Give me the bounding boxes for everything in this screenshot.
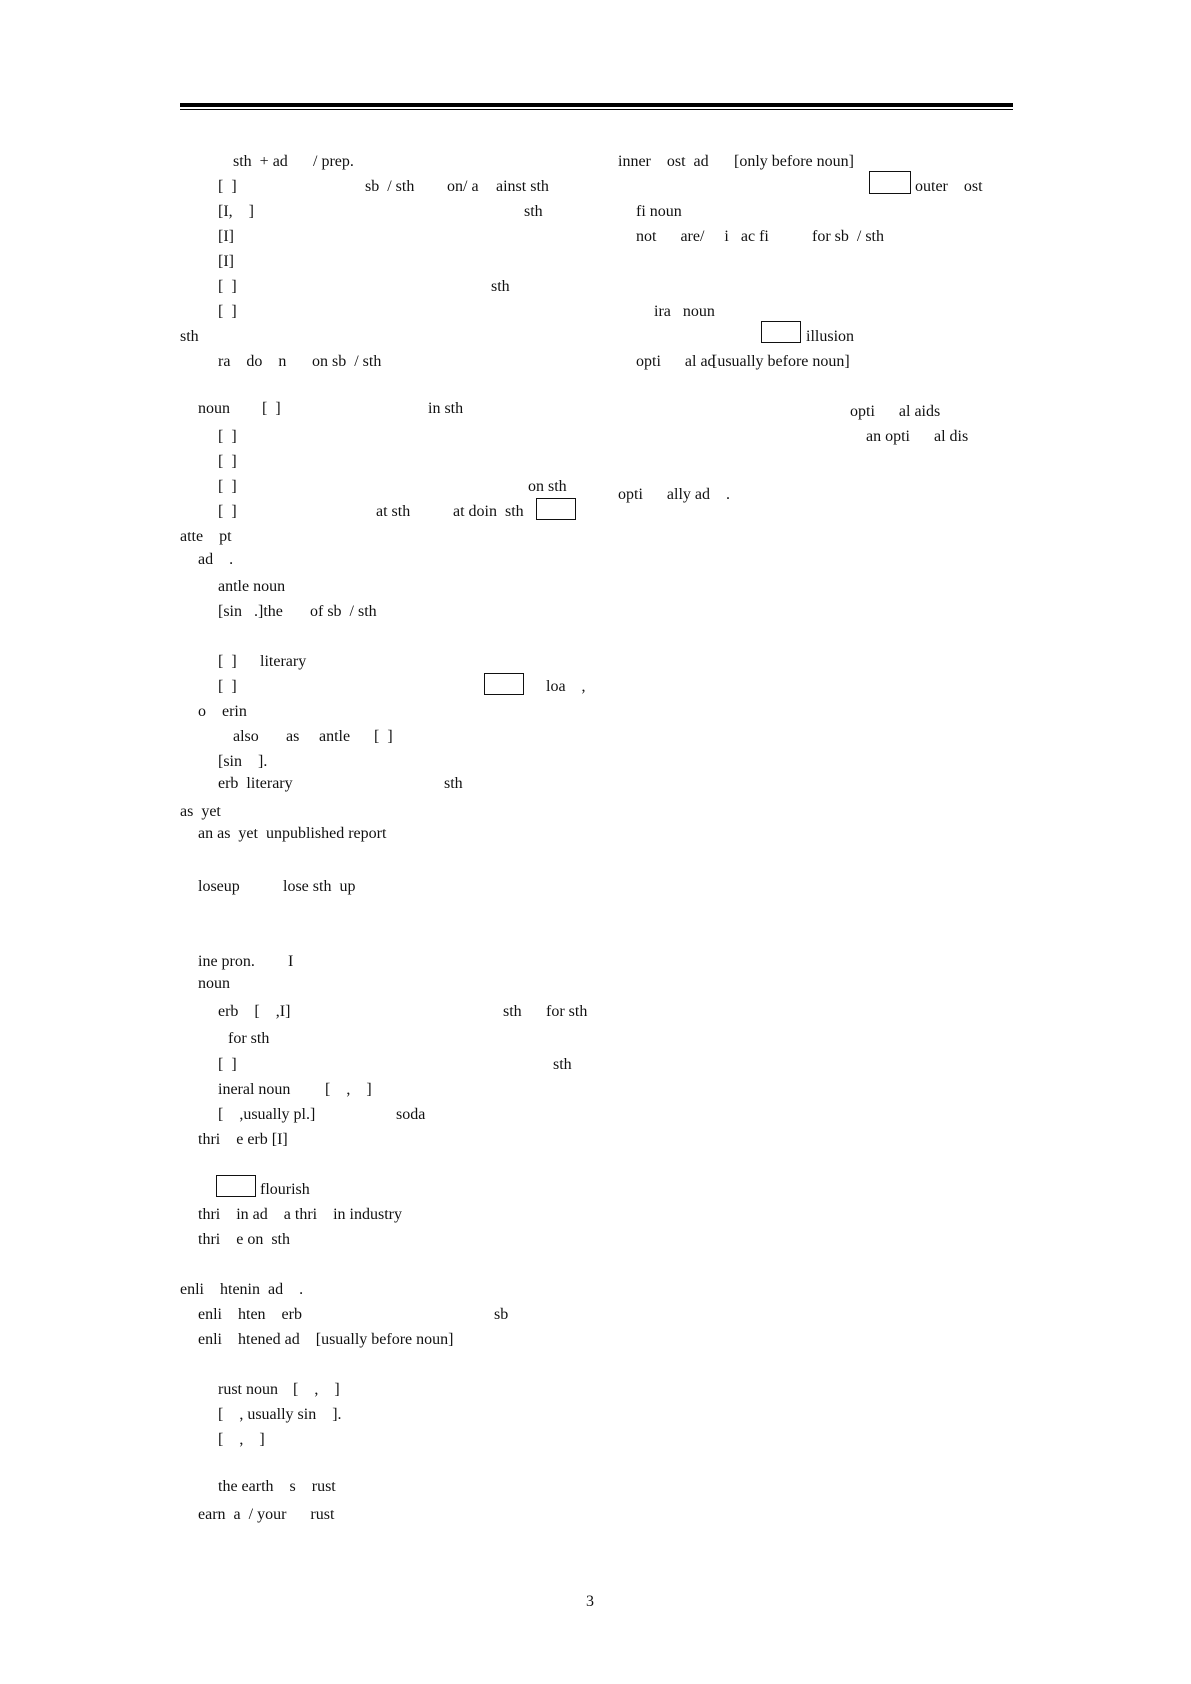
entry-text: at sth (376, 503, 411, 520)
entry-text: sth (524, 203, 543, 220)
entry-text: for sth (228, 1030, 270, 1047)
entry-text: [ ] (218, 428, 237, 445)
example-text: thri in ad a thri in industry (198, 1206, 402, 1223)
entry-text: I (288, 953, 294, 970)
entry-text: noun (198, 975, 230, 992)
page-number: 3 (586, 1593, 594, 1610)
entry-text: [ , usually sin ]. (218, 1406, 342, 1423)
entry-text: on sb / sth (312, 353, 382, 370)
headword: ira noun (654, 303, 715, 320)
entry-text: [ ] (262, 400, 281, 417)
example-text: earn a / your rust (198, 1506, 335, 1523)
entry-text: [ ] (218, 1056, 237, 1073)
example-text: opti al aids (850, 403, 941, 420)
entry-text: erb [ ,I] (218, 1003, 291, 1020)
entry-text: [ ] (218, 678, 237, 695)
entry-text: [ ] (218, 503, 237, 520)
entry-text: for sb / sth (812, 228, 884, 245)
entry-text: antle noun (218, 578, 286, 595)
entry-text: [sin .]the (218, 603, 283, 620)
entry-text: [I] (218, 253, 234, 270)
entry-text: sth (503, 1003, 522, 1020)
headword: rust noun (218, 1381, 278, 1398)
entry-text: sb / sth (365, 178, 415, 195)
entry-text: enli hten erb (198, 1306, 302, 1323)
entry-text: sth (180, 328, 199, 345)
entry-text: enli htened ad [usually before noun] (198, 1331, 454, 1348)
entry-text: also (233, 728, 259, 745)
entry-text: / prep. (313, 153, 354, 170)
headword: opti ally ad . (618, 486, 730, 503)
headword: fi noun (636, 203, 682, 220)
entry-text: [sin ]. (218, 753, 268, 770)
synonym-box (216, 1175, 256, 1197)
entry-text: ad . (198, 551, 234, 568)
entry-text: illusion (806, 328, 855, 345)
entry-text: [usually before noun] (712, 353, 850, 370)
headword: inner ost ad (618, 153, 709, 170)
header-rule-thick (180, 103, 1013, 107)
entry-text: soda (396, 1106, 426, 1123)
entry-text: atte pt (180, 528, 232, 545)
entry-text: [ ] (218, 453, 237, 470)
synonym-box (869, 171, 911, 194)
entry-text: [ ] (218, 653, 237, 670)
headword: loseup (198, 878, 240, 895)
entry-text: noun (198, 400, 230, 417)
entry-text: o erin (198, 703, 247, 720)
entry-text: flourish (260, 1181, 310, 1198)
entry-text: ainst sth (496, 178, 549, 195)
headword: as yet (180, 803, 221, 820)
entry-text: [ , ] (293, 1381, 340, 1398)
entry-text: [ ] (218, 178, 237, 195)
entry-text: sth (491, 278, 510, 295)
entry-text: [ ] (374, 728, 393, 745)
entry-text: [ ] (218, 478, 237, 495)
synonym-box (484, 673, 524, 695)
entry-text: [only before noun] (734, 153, 854, 170)
headword: ine pron. (198, 953, 255, 970)
example-text: the earth s rust (218, 1478, 336, 1495)
entry-text: at doin sth (453, 503, 524, 520)
headword: thri e erb [I] (198, 1131, 288, 1148)
entry-text: ineral noun (218, 1081, 291, 1098)
entry-text: sth + ad (233, 153, 288, 170)
entry-text: [ , ] (325, 1081, 372, 1098)
entry-text: sb (494, 1306, 509, 1323)
entry-text: [I, ] (218, 203, 254, 220)
entry-text: literary (260, 653, 307, 670)
headword: opti al ad (636, 353, 716, 370)
entry-text: lose sth up (283, 878, 356, 895)
entry-text: not are/ i ac fi (636, 228, 769, 245)
entry-text: as (286, 728, 300, 745)
entry-text: [ ] (218, 278, 237, 295)
entry-text: outer ost (915, 178, 983, 195)
synonym-box (761, 321, 801, 343)
entry-text: of sb / sth (310, 603, 377, 620)
entry-text: loa , (546, 678, 586, 695)
entry-text: ra do n (218, 353, 287, 370)
entry-text: erb literary (218, 775, 293, 792)
headword: enli htenin ad . (180, 1281, 304, 1298)
entry-text: for sth (546, 1003, 588, 1020)
entry-text: sth (444, 775, 463, 792)
entry-text: antle (319, 728, 351, 745)
entry-text: thri e on sth (198, 1231, 290, 1248)
entry-text: in sth (428, 400, 464, 417)
entry-text: sth (553, 1056, 572, 1073)
header-rule-thin (180, 109, 1013, 110)
example-text: an as yet unpublished report (198, 825, 387, 842)
entry-text: [I] (218, 228, 234, 245)
entry-text: on/ a (447, 178, 479, 195)
synonym-box (536, 498, 576, 520)
entry-text: [ ,usually pl.] (218, 1106, 316, 1123)
example-text: an opti al dis (866, 428, 969, 445)
entry-text: on sth (528, 478, 567, 495)
entry-text: [ ] (218, 303, 237, 320)
entry-text: [ , ] (218, 1431, 265, 1448)
